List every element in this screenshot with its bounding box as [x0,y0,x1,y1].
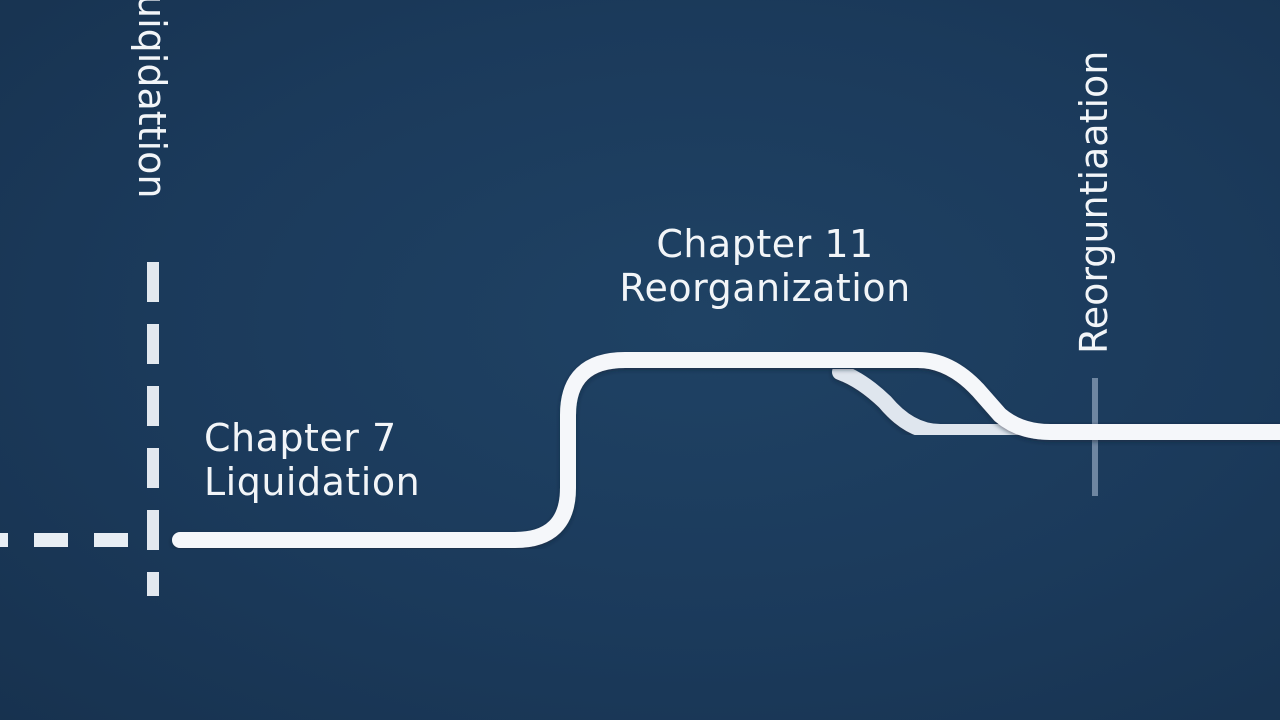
chapter-7-title: Chapter 7 [204,416,397,460]
right-vertical-word: Reorguntiaation [1072,50,1116,354]
chapter-11-subtitle: Reorganization [619,266,911,310]
main-path [172,352,1280,548]
left-vertical-word: uiqidattion [130,0,174,199]
chapter-7-subtitle: Liquidation [204,460,421,504]
chapter-7-label: Chapter 7 Liquidation [204,416,420,504]
chapter-11-title: Chapter 11 [656,222,874,266]
lower-branch-path [832,364,1280,440]
chapter-11-label: Chapter 11 Reorganization [604,222,926,310]
